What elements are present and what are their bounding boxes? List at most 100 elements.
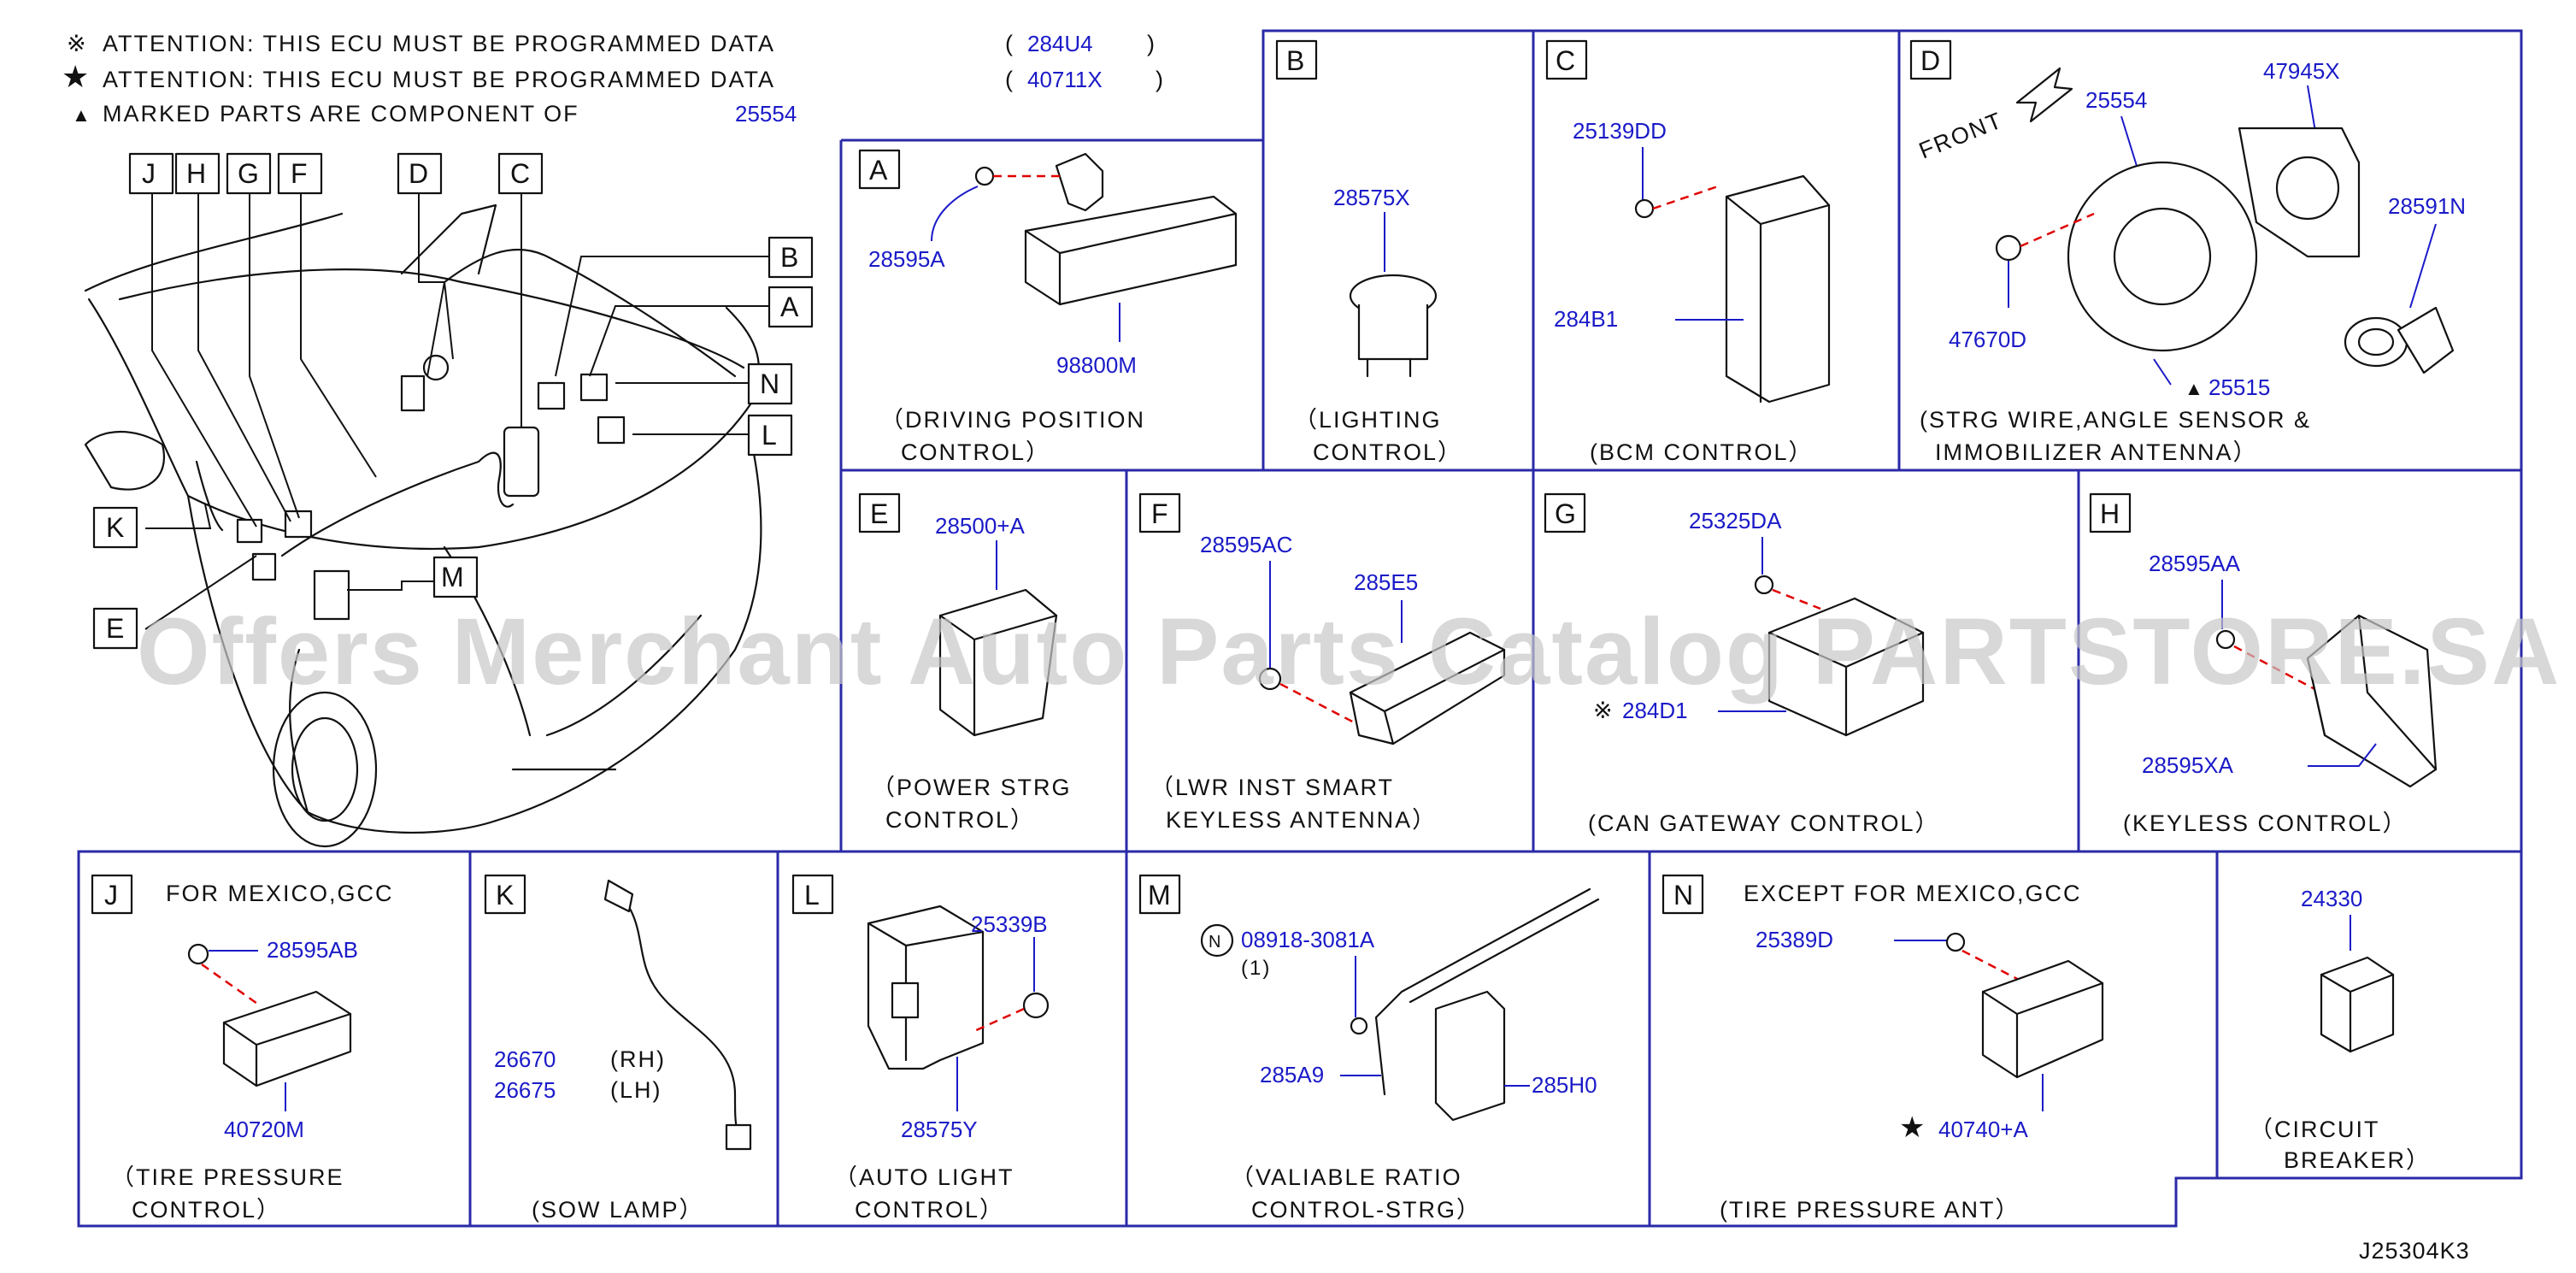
front-label: FRONT (1915, 107, 2007, 163)
callout-K[interactable]: K (92, 506, 138, 549)
vrs-harness[interactable] (1374, 887, 1600, 1096)
callout-J[interactable]: J (128, 152, 174, 195)
svg-text:K: K (496, 880, 514, 911)
auto-light-control[interactable] (867, 905, 985, 1070)
code-25554[interactable]: 25554 (735, 101, 797, 127)
svg-text:(BCM CONTROL）: (BCM CONTROL） (1590, 439, 1814, 465)
part-28595AA[interactable]: 28595AA (2149, 551, 2241, 576)
drawing-code: J25304K3 (2359, 1238, 2470, 1264)
part-47945X[interactable]: 47945X (2263, 58, 2340, 84)
part-28575Y[interactable]: 28575Y (901, 1117, 978, 1142)
code-40711X[interactable]: 40711X (1027, 67, 1103, 92)
svg-text:CONTROL）: CONTROL） (885, 807, 1035, 833)
callout-A[interactable]: A (768, 286, 814, 328)
part-26675[interactable]: 26675 (494, 1077, 556, 1103)
svg-text:H: H (2100, 498, 2120, 529)
svg-text:（AUTO LIGHT: （AUTO LIGHT (834, 1164, 1015, 1190)
svg-text:K: K (106, 512, 124, 543)
part-28595AB[interactable]: 28595AB (267, 937, 358, 963)
part-28595AC[interactable]: 28595AC (1200, 532, 1292, 557)
svg-text:E: E (870, 498, 888, 529)
overview-module-c (503, 426, 540, 498)
svg-text:CONTROL）: CONTROL） (855, 1197, 1004, 1223)
svg-text:CONTROL）: CONTROL） (1313, 439, 1462, 465)
svg-text:（POWER STRG: （POWER STRG (872, 775, 1072, 800)
part-26670[interactable]: 26670 (494, 1046, 556, 1072)
tire-pressure-control[interactable] (222, 990, 352, 1087)
part-25325DA[interactable]: 25325DA (1689, 508, 1782, 533)
spiral-cable[interactable] (2067, 161, 2258, 352)
part-285A9[interactable]: 285A9 (1260, 1062, 1324, 1087)
mark-triangle: ▲ (72, 104, 92, 126)
mark-star: ★ (62, 59, 91, 94)
panel-circuit-breaker: 24330 （CIRCUIT BREAKER） (2250, 886, 2429, 1173)
part-40720M[interactable]: 40720M (224, 1117, 304, 1142)
svg-text:※: ※ (1593, 698, 1614, 723)
svg-text:(1): (1) (1241, 957, 1271, 980)
tire-pressure-ant[interactable] (1981, 959, 2104, 1079)
paren-open-2: ( (1005, 67, 1015, 92)
callout-B[interactable]: B (768, 236, 814, 279)
part-08918-3081A[interactable]: 08918-3081A (1241, 927, 1375, 952)
keyless-antenna[interactable] (1349, 631, 1506, 746)
part-40740-A[interactable]: 40740+A (1938, 1117, 2028, 1142)
part-25515[interactable]: 25515 (2208, 374, 2270, 400)
svg-text:（LWR INST SMART: （LWR INST SMART (1150, 775, 1394, 800)
svg-text:M: M (441, 562, 464, 592)
callout-C[interactable]: C (497, 152, 544, 195)
part-285H0[interactable]: 285H0 (1532, 1072, 1597, 1098)
svg-text:CONTROL-STRG）: CONTROL-STRG） (1251, 1197, 1481, 1223)
part-28575X[interactable]: 28575X (1333, 185, 1410, 210)
svg-text:J: J (104, 880, 118, 911)
circuit-breaker[interactable] (2320, 956, 2395, 1053)
svg-text:N: N (760, 368, 779, 399)
bcm-module[interactable] (1725, 174, 1831, 404)
svg-text:(STRG WIRE,ANGLE SENSOR &: (STRG WIRE,ANGLE SENSOR & (1920, 407, 2311, 433)
part-284D1[interactable]: 284D1 (1622, 698, 1688, 723)
part-24330[interactable]: 24330 (2301, 886, 2362, 911)
part-28500-A[interactable]: 28500+A (935, 513, 1025, 539)
part-98800M[interactable]: 98800M (1056, 352, 1137, 378)
power-strg-module[interactable] (938, 588, 1058, 737)
part-28595A[interactable]: 28595A (868, 246, 945, 272)
part-25139DD[interactable]: 25139DD (1573, 118, 1667, 144)
callout-F[interactable]: F (277, 152, 323, 195)
driving-position-module[interactable] (1024, 195, 1238, 306)
panel-D: D FRONT 25554 47945X 28591N 47670D ▲ 255… (1909, 39, 2466, 465)
part-47670D[interactable]: 47670D (1949, 327, 2026, 352)
part-25554[interactable]: 25554 (2085, 87, 2147, 113)
part-284B1[interactable]: 284B1 (1554, 306, 1618, 332)
part-285E5[interactable]: 285E5 (1354, 569, 1418, 595)
callout-L[interactable]: L (747, 414, 793, 457)
panel-L: L 25339B 28575Y （AUTO LIGHT CONTROL） (791, 874, 1050, 1223)
callout-N[interactable]: N (747, 362, 793, 405)
svg-text:▲: ▲ (2185, 378, 2205, 399)
overview-sensor-d (400, 374, 426, 412)
callout-M[interactable]: M (432, 556, 479, 598)
part-25389D[interactable]: 25389D (1756, 927, 1833, 952)
paren-close-2: ) (1156, 67, 1165, 92)
nut-symbol (1200, 923, 1234, 958)
variable-ratio-module[interactable] (1434, 990, 1506, 1122)
part-28595XA[interactable]: 28595XA (2142, 752, 2234, 778)
marked-parts-note: MARKED PARTS ARE COMPONENT OF (103, 101, 579, 127)
sow-lamp-harness[interactable] (614, 887, 738, 1130)
callout-D[interactable]: D (397, 152, 443, 195)
svg-text:（TIRE PRESSURE: （TIRE PRESSURE (111, 1164, 344, 1190)
part-25339B[interactable]: 25339B (971, 911, 1048, 937)
callout-H[interactable]: H (174, 152, 221, 195)
part-28591N[interactable]: 28591N (2388, 193, 2466, 219)
panel-E: E 28500+A （POWER STRG CONTROL） (858, 492, 1072, 833)
callout-E[interactable]: E (92, 607, 138, 650)
svg-text:D: D (409, 158, 428, 189)
callout-G[interactable]: G (226, 152, 272, 195)
sow-lamp[interactable] (725, 1123, 752, 1151)
svg-text:（CIRCUIT: （CIRCUIT (2250, 1117, 2380, 1142)
code-284U4[interactable]: 284U4 (1027, 31, 1093, 56)
svg-text:F: F (291, 158, 308, 189)
svg-text:G: G (1555, 498, 1576, 529)
steering-angle-sensor[interactable] (2238, 127, 2361, 258)
immobilizer-antenna[interactable] (2344, 316, 2408, 368)
svg-text:D: D (1920, 45, 1940, 76)
